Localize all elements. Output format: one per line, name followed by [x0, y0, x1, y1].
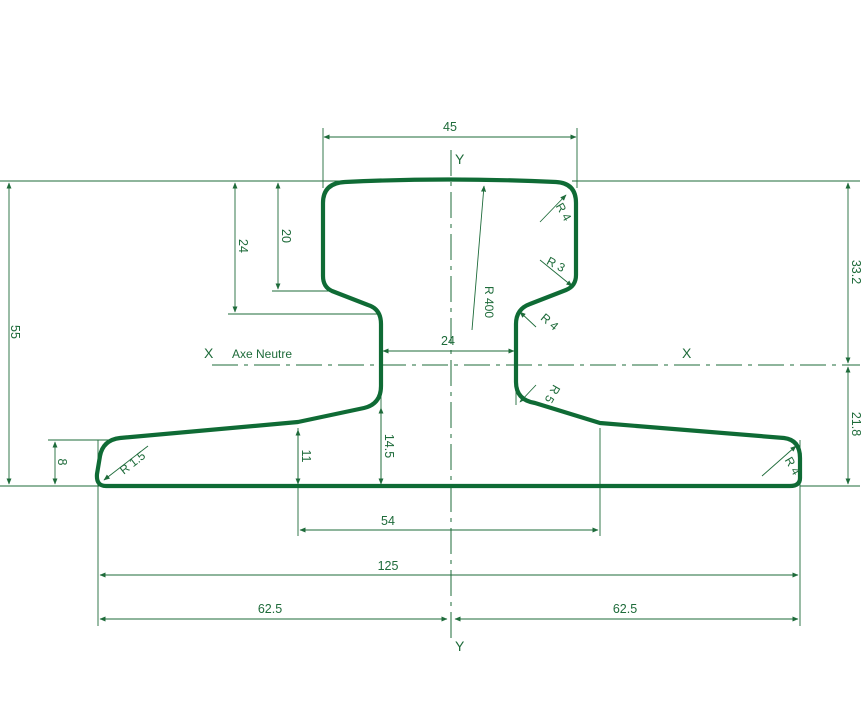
y-axis-label-bottom: Y [455, 638, 465, 654]
dim-half-left: 62.5 [258, 602, 282, 616]
radius-foot-left: R 1.5 [117, 448, 148, 477]
dim-lower-to-axis: 21.8 [849, 412, 863, 436]
dim-upper-to-axis: 33.2 [849, 260, 863, 284]
dim-head-depth-24: 24 [236, 239, 250, 253]
x-axis-label-right: X [682, 345, 692, 361]
dim-foot-14-5: 14.5 [382, 434, 396, 458]
dim-overall-height: 55 [8, 325, 22, 339]
radius-leaders [103, 185, 797, 481]
dim-web-width: 24 [441, 334, 455, 348]
dim-half-right: 62.5 [613, 602, 637, 616]
radius-head-underside: R 3 [544, 254, 567, 275]
rail-profile-outline [94, 177, 803, 489]
dim-head-width: 45 [443, 120, 457, 134]
x-axis-label-left: X [204, 345, 214, 361]
radius-web-top: R 4 [538, 311, 562, 334]
extension-lines [0, 128, 860, 626]
dim-foot-span: 54 [381, 514, 395, 528]
y-axis-label-top: Y [455, 151, 465, 167]
dim-foot-11: 11 [299, 450, 313, 463]
radius-web-bottom: R 5 [542, 382, 564, 405]
radius-head-corner: R 4 [553, 200, 575, 223]
dimension-lines [6, 134, 851, 622]
radius-crown: R 400 [482, 286, 496, 318]
dim-base-width: 125 [378, 559, 399, 573]
dim-base-edge: 8 [55, 459, 69, 466]
dim-head-depth-20: 20 [279, 229, 293, 243]
neutral-axis-label: Axe Neutre [232, 347, 292, 361]
